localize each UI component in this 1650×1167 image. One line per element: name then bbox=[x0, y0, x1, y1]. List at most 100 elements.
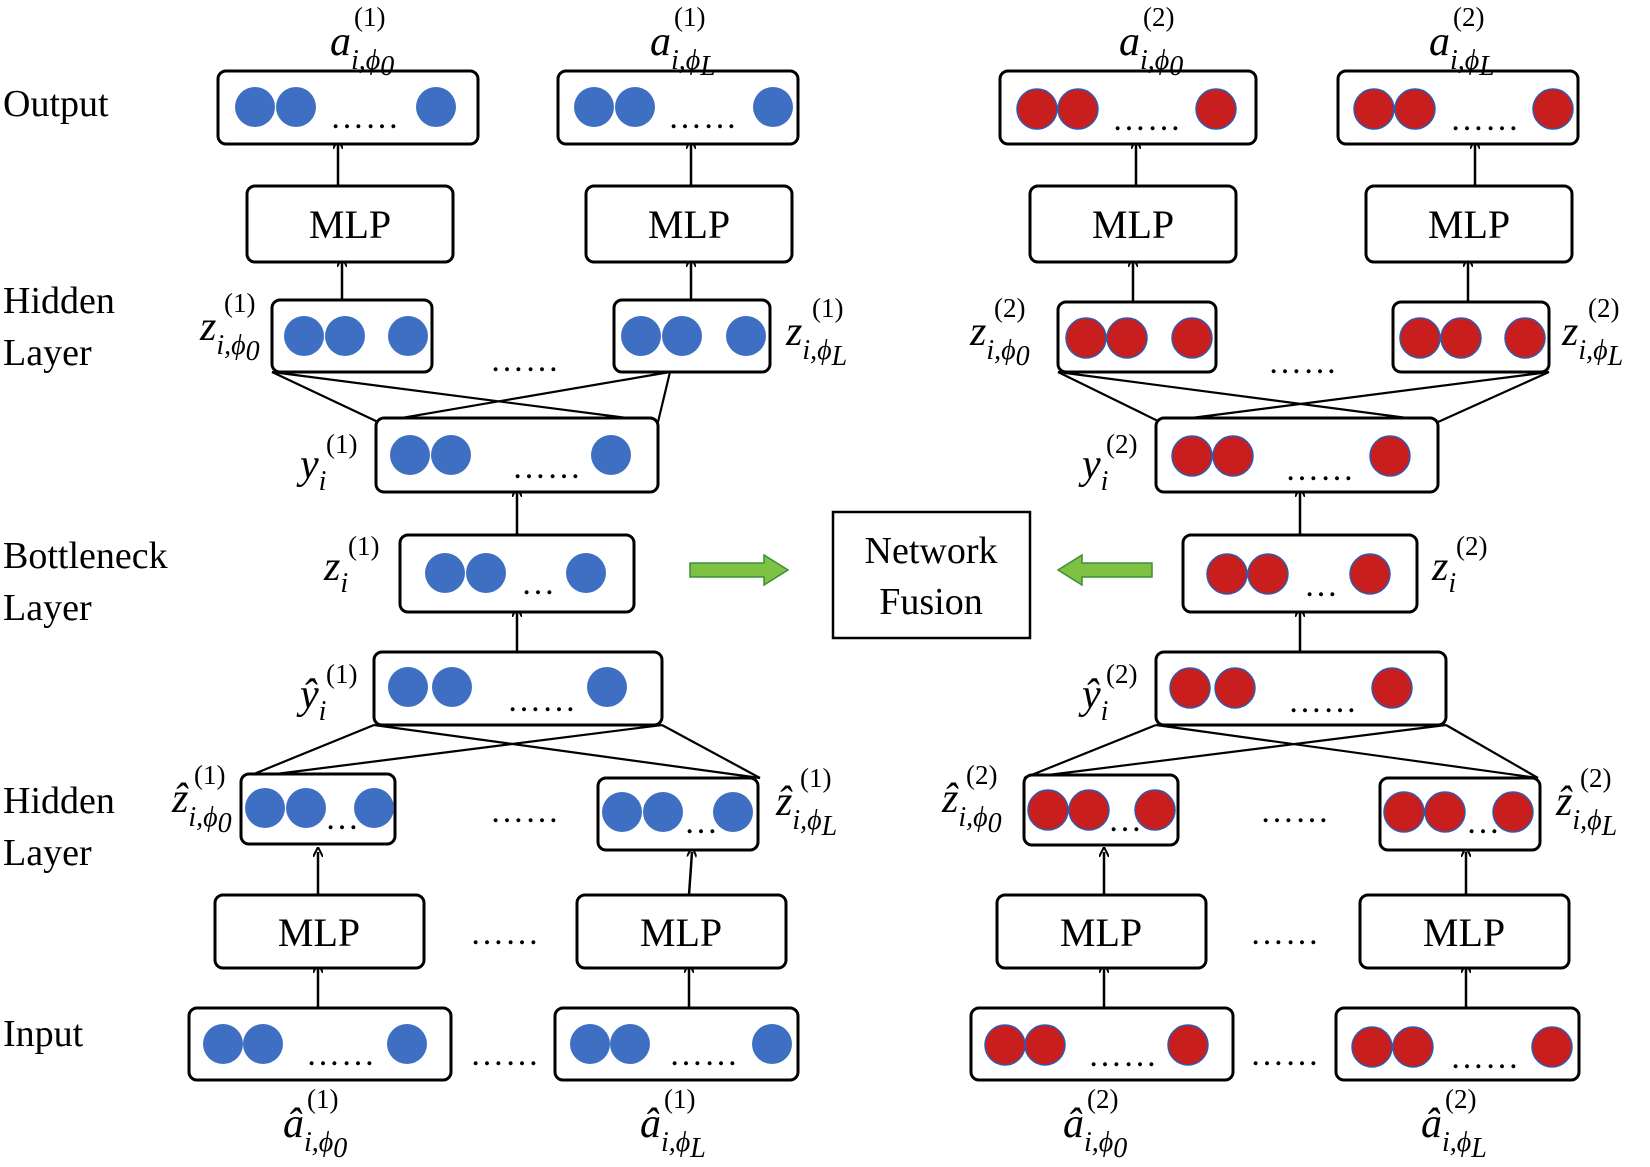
svg-text:zi,ϕL: zi,ϕL bbox=[1561, 309, 1623, 372]
node bbox=[753, 87, 793, 127]
mlp-label: MLP bbox=[1092, 202, 1174, 247]
math-ahat-phiL-right: âi,ϕL (2) bbox=[1421, 1084, 1487, 1164]
node bbox=[1353, 88, 1395, 130]
row-label-output: Output bbox=[3, 83, 109, 125]
svg-text:(2): (2) bbox=[1456, 531, 1487, 561]
left-mlp-bottom-phiL bbox=[575, 893, 788, 970]
svg-text:(1): (1) bbox=[354, 2, 385, 32]
node bbox=[1424, 791, 1466, 833]
ellipsis: … bbox=[1304, 567, 1339, 604]
ellipsis: …… bbox=[470, 915, 540, 952]
node bbox=[1383, 791, 1425, 833]
svg-text:(2): (2) bbox=[1588, 293, 1619, 323]
mlp-label: MLP bbox=[278, 910, 360, 955]
ellipsis: …… bbox=[1260, 793, 1330, 830]
node bbox=[1167, 1024, 1209, 1066]
mlp-label: MLP bbox=[640, 910, 722, 955]
ellipsis: …… bbox=[330, 99, 400, 136]
ellipsis: …… bbox=[1250, 915, 1320, 952]
row-label-input: Input bbox=[3, 1013, 84, 1055]
ellipsis: …… bbox=[1088, 1037, 1158, 1074]
svg-text:(1): (1) bbox=[348, 531, 379, 561]
node bbox=[466, 553, 506, 593]
svg-text:(1): (1) bbox=[194, 760, 225, 790]
math-z-bottleneck-left: zi (1) bbox=[323, 531, 379, 599]
svg-text:yi: yi bbox=[296, 442, 326, 497]
math-a-phiL-left: ai,ϕL (1) bbox=[650, 2, 716, 82]
node bbox=[1440, 317, 1482, 359]
svg-text:(1): (1) bbox=[800, 763, 831, 793]
svg-text:zi: zi bbox=[1431, 544, 1456, 599]
node bbox=[1027, 789, 1069, 831]
node bbox=[1394, 88, 1436, 130]
node bbox=[1532, 88, 1574, 130]
right-bottom-connections bbox=[1023, 723, 1539, 780]
left-output-box-phiL bbox=[556, 69, 800, 146]
node bbox=[621, 316, 661, 356]
node bbox=[752, 1024, 792, 1064]
row-label-hidden-bottom: Hidden bbox=[3, 780, 115, 822]
svg-text:(2): (2) bbox=[1106, 429, 1137, 459]
svg-text:âi,ϕ0: âi,ϕ0 bbox=[283, 1101, 347, 1164]
math-z-phiL-right: zi,ϕL (2) bbox=[1561, 293, 1623, 372]
math-zhat-phi0-left: ẑi,ϕ0 (1) bbox=[171, 760, 232, 839]
node bbox=[1106, 317, 1148, 359]
node bbox=[566, 553, 606, 593]
svg-text:ẑi,ϕ0: ẑi,ϕ0 bbox=[941, 776, 1002, 839]
svg-text:zi,ϕL: zi,ϕL bbox=[785, 309, 847, 372]
ellipsis: …… bbox=[490, 793, 560, 830]
svg-text:yi: yi bbox=[1078, 442, 1108, 497]
math-yhat-left: ŷi (1) bbox=[296, 659, 357, 727]
node bbox=[726, 316, 766, 356]
node bbox=[1171, 435, 1213, 477]
node bbox=[354, 788, 394, 828]
svg-text:âi,ϕL: âi,ϕL bbox=[1421, 1101, 1487, 1164]
left-mlp-top-phiL bbox=[584, 184, 794, 264]
row-label-bottleneck: Bottleneck bbox=[3, 535, 168, 577]
flow-arrows bbox=[318, 144, 1475, 1008]
mlp-label: MLP bbox=[1060, 910, 1142, 955]
svg-text:(2): (2) bbox=[1087, 1084, 1118, 1114]
right-input-box-phiL bbox=[1334, 1006, 1581, 1082]
node bbox=[243, 1024, 283, 1064]
svg-text:ai,ϕ0: ai,ϕ0 bbox=[330, 19, 394, 82]
svg-text:(2): (2) bbox=[1580, 763, 1611, 793]
ellipsis: …… bbox=[668, 99, 738, 136]
node bbox=[1492, 791, 1534, 833]
node bbox=[1351, 1026, 1393, 1068]
node bbox=[1206, 553, 1248, 595]
ellipsis: … bbox=[1466, 804, 1501, 841]
left-top-connections bbox=[271, 370, 672, 424]
svg-text:(1): (1) bbox=[307, 1084, 338, 1114]
node bbox=[662, 316, 702, 356]
node bbox=[615, 87, 655, 127]
math-z-phi0-right: zi,ϕ0 (2) bbox=[969, 293, 1030, 372]
row-label-hidden-bottom-layer: Layer bbox=[3, 832, 92, 874]
node bbox=[587, 667, 627, 707]
svg-text:(1): (1) bbox=[674, 2, 705, 32]
node bbox=[1024, 1024, 1066, 1066]
node bbox=[325, 316, 365, 356]
node bbox=[1016, 88, 1058, 130]
math-zhat-phiL-left: ẑi,ϕL (1) bbox=[775, 763, 837, 842]
right-output-box-phiL bbox=[1336, 69, 1580, 146]
svg-text:ai,ϕL: ai,ϕL bbox=[650, 19, 716, 82]
ellipsis: … bbox=[684, 804, 719, 841]
svg-text:zi,ϕ0: zi,ϕ0 bbox=[969, 309, 1030, 372]
svg-text:âi,ϕL: âi,ϕL bbox=[640, 1101, 706, 1164]
node bbox=[245, 788, 285, 828]
node bbox=[1531, 1026, 1573, 1068]
ellipsis: … bbox=[1108, 802, 1143, 839]
node bbox=[284, 316, 324, 356]
node bbox=[276, 87, 316, 127]
svg-text:(1): (1) bbox=[326, 659, 357, 689]
node bbox=[591, 435, 631, 475]
left-mlp-bottom-phi0 bbox=[213, 893, 426, 970]
svg-text:ai,ϕ0: ai,ϕ0 bbox=[1119, 19, 1183, 82]
row-label-bottleneck-layer: Layer bbox=[3, 587, 92, 629]
fusion-label-line1: Network bbox=[865, 530, 998, 572]
ellipsis: …… bbox=[512, 449, 582, 486]
svg-text:(1): (1) bbox=[812, 293, 843, 323]
svg-text:(2): (2) bbox=[994, 293, 1025, 323]
